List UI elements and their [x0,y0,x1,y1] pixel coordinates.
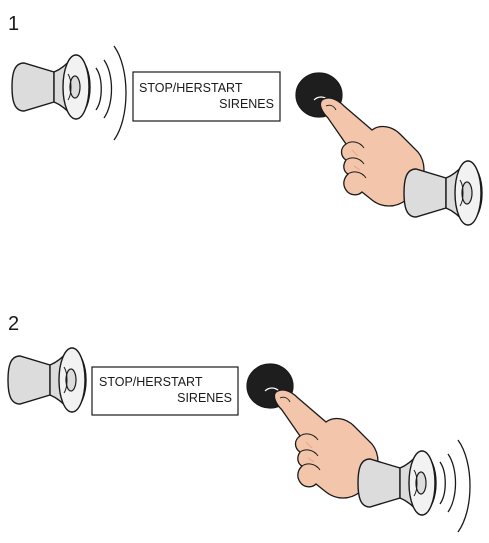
siren-icon [358,451,436,515]
label-line-2: SIRENES [219,97,274,111]
panel-2: 2 STOP/HERSTART SIRENES [8,313,470,532]
panel-1: 1 STOP/HERSTART SIRENES [8,13,482,225]
siren-icon [8,348,86,412]
sound-wave-icon [440,440,470,532]
label-line-1: STOP/HERSTART [99,375,203,389]
label-line-2: SIRENES [177,391,232,405]
step-number: 1 [8,13,19,35]
step-number: 2 [8,313,19,335]
siren-icon [12,55,90,119]
siren-icon [404,161,482,225]
sound-wave-icon [96,46,126,140]
label-line-1: STOP/HERSTART [139,81,243,95]
